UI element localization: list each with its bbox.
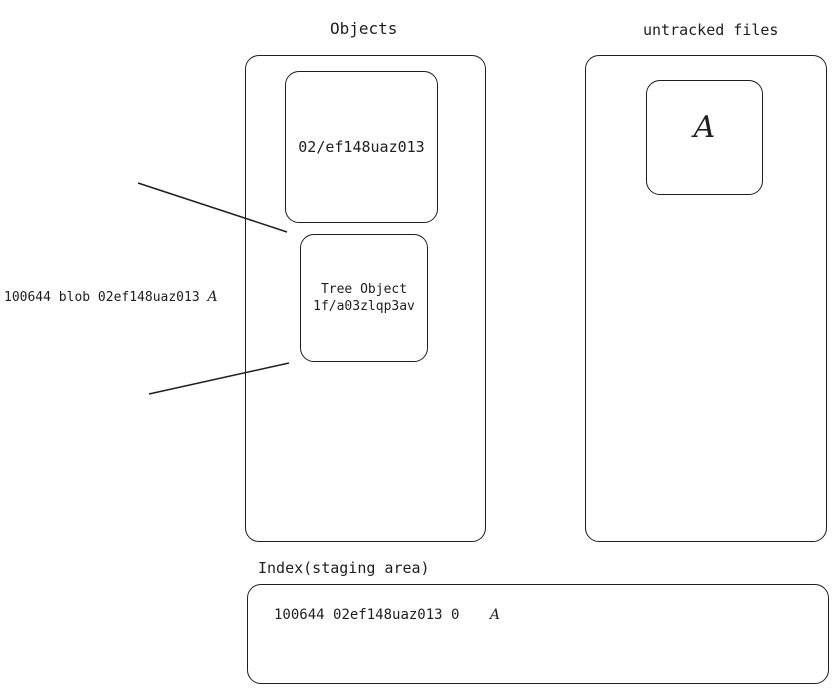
untracked-file-box: A xyxy=(646,80,763,195)
blob-object-hash: 02/ef148uaz013 xyxy=(298,138,425,156)
tree-object-box: Tree Object 1f/a03zlqp3av xyxy=(300,234,428,362)
untracked-file-name: A xyxy=(693,110,716,145)
index-title: Index(staging area) xyxy=(258,559,430,577)
tree-object-hash: 1f/a03zlqp3av xyxy=(313,299,415,314)
index-entry-stage: 0 xyxy=(451,607,460,623)
untracked-title: untracked files xyxy=(643,21,779,39)
objects-container xyxy=(245,55,486,542)
index-entry-mode: 100644 xyxy=(274,607,325,623)
index-container: 100644 02ef148uaz013 0 A xyxy=(247,584,829,684)
untracked-container xyxy=(585,55,827,542)
objects-title: Objects xyxy=(330,19,398,38)
tree-object-title: Tree Object xyxy=(320,282,408,297)
tree-entry-filename: A xyxy=(207,289,218,305)
index-entry: 100644 02ef148uaz013 0 A xyxy=(274,607,500,623)
blob-object-box: 02/ef148uaz013 xyxy=(285,71,438,223)
index-entry-filename: A xyxy=(489,607,501,623)
tree-entry-text: 100644 blob 02ef148uaz013 xyxy=(4,290,200,305)
tree-entry-annotation: 100644 blob 02ef148uaz013 A xyxy=(4,289,218,305)
index-entry-hash: 02ef148uaz013 xyxy=(333,607,443,623)
